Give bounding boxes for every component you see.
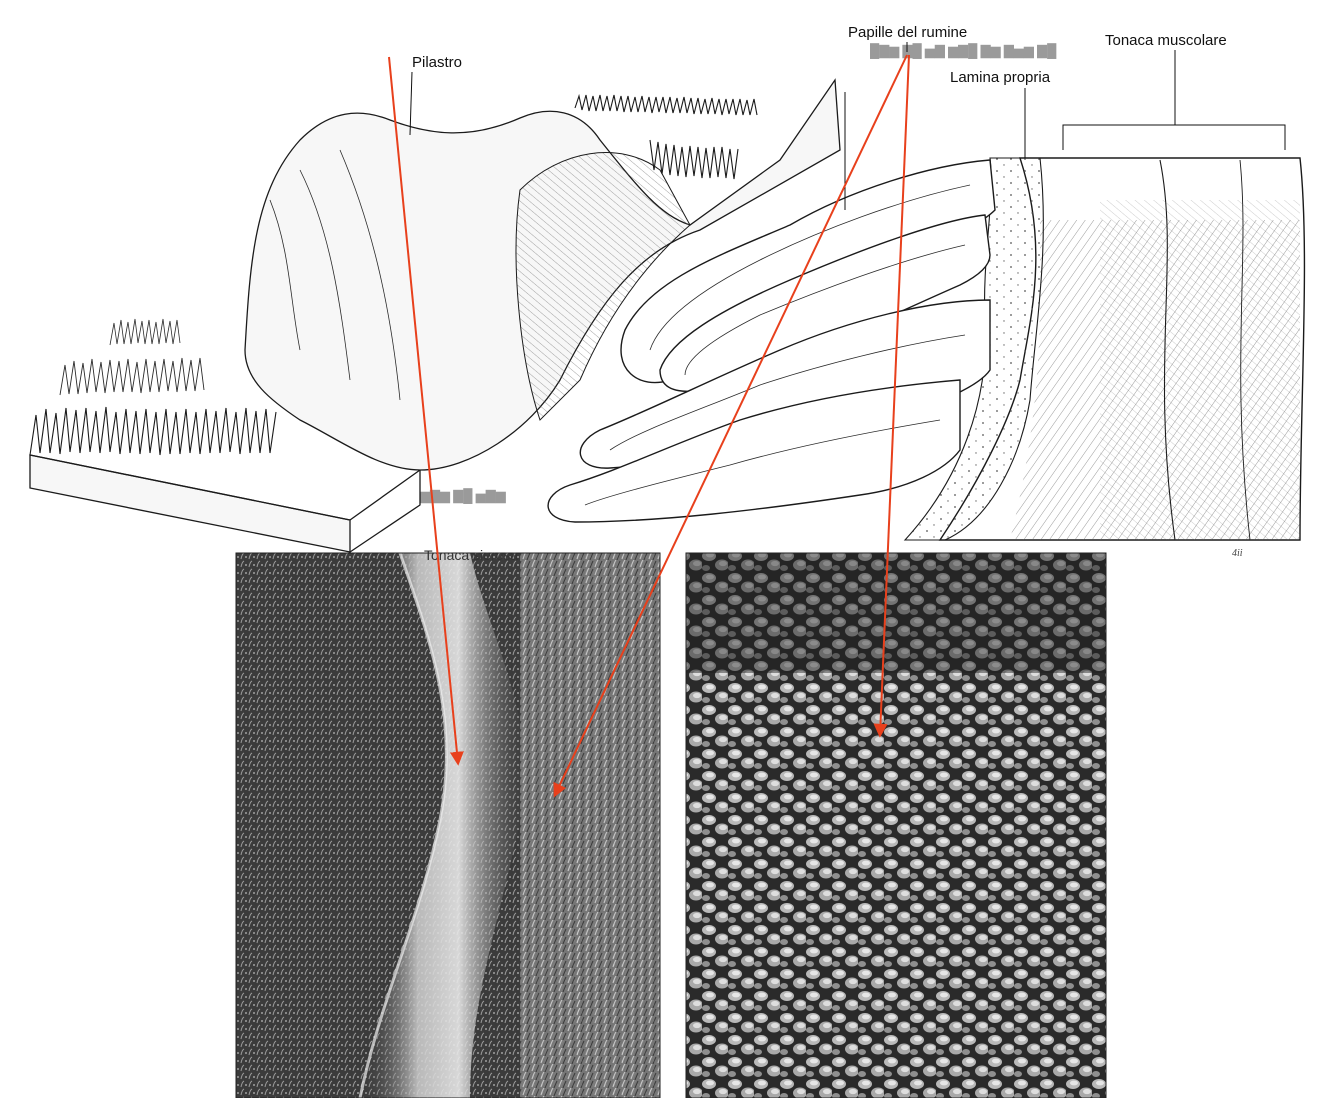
arrow-pilastro-to-photo (388, 56, 464, 766)
svg-text:█▇▆ ▇█ ▅▇ ▆▇█ ▇▆ ▇▅▆ ▇█: █▇▆ ▇█ ▅▇ ▆▇█ ▇▆ ▇▅▆ ▇█ (870, 43, 1057, 59)
arrow-papille-to-papillae-photo (873, 54, 910, 738)
papillae-section-drawing (547, 157, 1306, 541)
label-lamina-propria: Lamina propria (950, 69, 1051, 86)
pillar-block-drawing (29, 78, 841, 553)
label-tonaca-muscolare: Tonaca muscolare (1105, 32, 1227, 49)
label-papille-del-rumine: Papille del rumine (848, 24, 967, 41)
photo-papillae (685, 552, 1107, 1098)
label-tonaca-sierosa: Tonaca sierosa (424, 547, 518, 563)
label-pilastro: Pilastro (412, 54, 462, 71)
pointer-arrows (388, 54, 910, 798)
arrow-papille-to-pillar-photo (553, 54, 908, 798)
illustrator-signature: 4ii (1232, 548, 1243, 559)
svg-text:▆▇▆ ▇█ ▅▇▆: ▆▇▆ ▇█ ▅▇▆ (419, 488, 507, 504)
photo-pillar (235, 552, 661, 1098)
leader-lines (409, 42, 1286, 210)
